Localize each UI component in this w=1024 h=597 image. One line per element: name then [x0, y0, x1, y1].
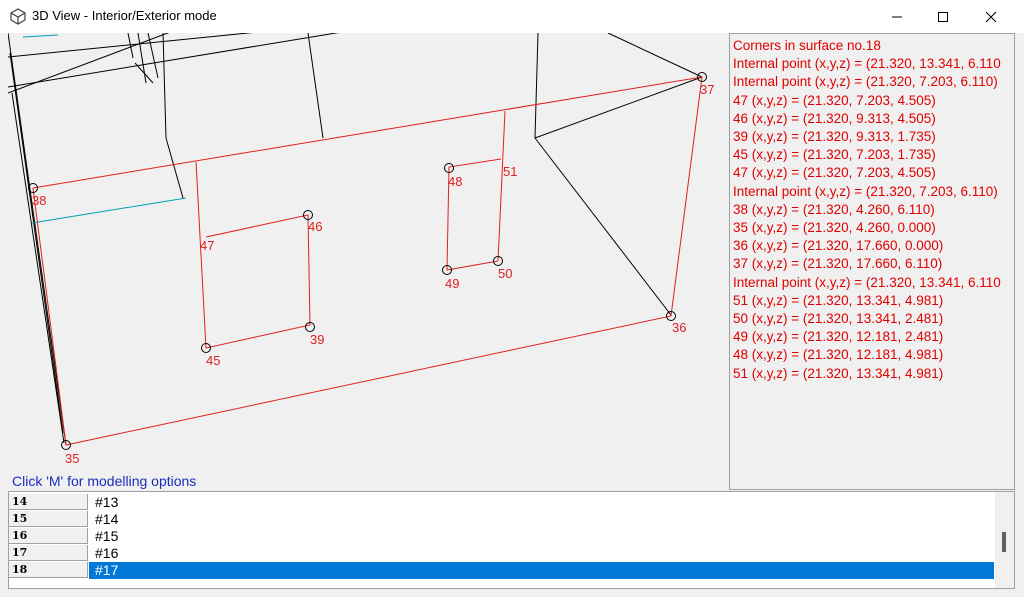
- vertex-50-marker[interactable]: [493, 256, 503, 266]
- table-row[interactable]: 18 #17: [9, 562, 994, 579]
- vertex-48-marker[interactable]: [444, 163, 454, 173]
- vertex-49-marker[interactable]: [442, 265, 452, 275]
- vertex-label-50: 50: [498, 266, 512, 281]
- 3d-viewport[interactable]: 38 37 36 35 45 39 46 47 48 49 50 51: [8, 33, 727, 490]
- row-value: #15: [95, 528, 119, 544]
- vertex-label-48: 48: [448, 174, 462, 189]
- scrollbar-thumb[interactable]: [1002, 532, 1006, 552]
- info-line: 51 (x,y,z) = (21.320, 13.341, 4.981): [733, 365, 944, 381]
- vertex-label-39: 39: [310, 332, 324, 347]
- vertex-markers: [28, 72, 707, 450]
- row-number: 15: [9, 511, 88, 527]
- model-wireframe: [8, 33, 703, 446]
- row-number: 16: [9, 528, 88, 544]
- vertex-label-37: 37: [700, 82, 714, 97]
- info-line: 35 (x,y,z) = (21.320, 4.260, 0.000): [733, 220, 936, 236]
- accent-lines: [22, 34, 187, 224]
- vertex-label-35: 35: [65, 451, 79, 466]
- vertex-label-36: 36: [672, 320, 686, 335]
- info-line: Internal point (x,y,z) = (21.320, 13.341…: [733, 56, 1001, 72]
- maximize-button[interactable]: [920, 0, 966, 33]
- row-value: #13: [95, 494, 119, 510]
- row-value: #16: [95, 545, 119, 561]
- info-line: Internal point (x,y,z) = (21.320, 7.203,…: [733, 74, 998, 90]
- info-line: 49 (x,y,z) = (21.320, 12.181, 2.481): [733, 329, 944, 345]
- vertex-35-marker[interactable]: [61, 440, 71, 450]
- wireframe-drawing[interactable]: 38 37 36 35 45 39 46 47 48 49 50 51: [8, 33, 727, 490]
- vertex-37-marker[interactable]: [697, 72, 707, 82]
- table-row[interactable]: 14 #13: [9, 494, 994, 511]
- info-line: 37 (x,y,z) = (21.320, 17.660, 6.110): [733, 256, 943, 272]
- table-row[interactable]: 15 #14: [9, 511, 994, 528]
- info-line: 51 (x,y,z) = (21.320, 13.341, 4.981): [733, 292, 944, 308]
- info-line: 46 (x,y,z) = (21.320, 9.313, 4.505): [733, 110, 936, 126]
- window-title: 3D View - Interior/Exterior mode: [32, 8, 217, 23]
- vertex-label-45: 45: [206, 353, 220, 368]
- vertical-scrollbar[interactable]: [995, 492, 1014, 588]
- info-line: 45 (x,y,z) = (21.320, 7.203, 1.735): [733, 147, 936, 163]
- info-line: Internal point (x,y,z) = (21.320, 7.203,…: [733, 183, 998, 199]
- row-number: 18: [9, 562, 88, 578]
- row-selection-highlight: [89, 562, 994, 579]
- info-line: Corners in surface no.18: [733, 38, 881, 53]
- close-icon: [985, 11, 997, 22]
- modelling-hint: Click 'M' for modelling options: [12, 473, 197, 489]
- row-value: #17: [95, 562, 119, 578]
- vertex-46-marker[interactable]: [303, 210, 313, 220]
- vertex-36-marker[interactable]: [666, 311, 676, 321]
- row-number: 17: [9, 545, 88, 561]
- row-number: 14: [9, 494, 88, 510]
- vertex-38-marker[interactable]: [28, 183, 38, 193]
- info-line: Internal point (x,y,z) = (21.320, 13.341…: [733, 274, 1001, 290]
- cube-icon: [10, 8, 26, 25]
- vertex-label-49: 49: [445, 276, 459, 291]
- title-bar: 3D View - Interior/Exterior mode: [0, 0, 1024, 33]
- table-row[interactable]: 16 #15: [9, 528, 994, 545]
- info-line: 36 (x,y,z) = (21.320, 17.660, 0.000): [733, 238, 944, 254]
- vertex-39-marker[interactable]: [305, 322, 315, 332]
- maximize-icon: [938, 11, 948, 22]
- vertex-label-51: 51: [503, 164, 517, 179]
- minimize-button[interactable]: [874, 0, 920, 33]
- close-button[interactable]: [968, 0, 1014, 33]
- minimize-icon: [892, 16, 902, 17]
- vertex-45-marker[interactable]: [201, 343, 211, 353]
- table-row[interactable]: 17 #16: [9, 545, 994, 562]
- info-line: 48 (x,y,z) = (21.320, 12.181, 4.981): [733, 347, 944, 363]
- row-value: #14: [95, 511, 119, 527]
- info-line: 38 (x,y,z) = (21.320, 4.260, 6.110): [733, 201, 935, 217]
- info-line: 50 (x,y,z) = (21.320, 13.341, 2.481): [733, 311, 944, 327]
- surface-list-table[interactable]: 14 #13 15 #14 16 #15 17 #16 18 #17: [8, 491, 1015, 589]
- vertex-label-47: 47: [200, 238, 214, 253]
- vertex-label-46: 46: [308, 219, 322, 234]
- info-line: 47 (x,y,z) = (21.320, 7.203, 4.505): [733, 165, 936, 181]
- surface-outline: [32, 76, 703, 446]
- info-line: 47 (x,y,z) = (21.320, 7.203, 4.505): [733, 92, 936, 108]
- vertex-label-38: 38: [32, 193, 46, 208]
- info-line: 39 (x,y,z) = (21.320, 9.313, 1.735): [733, 129, 936, 145]
